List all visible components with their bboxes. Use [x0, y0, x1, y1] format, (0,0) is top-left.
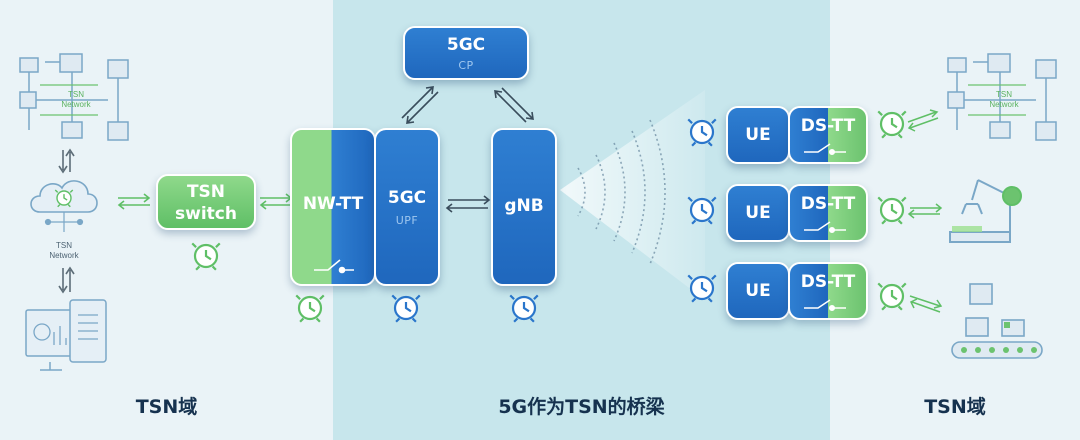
nwtt-label: NW-TT — [302, 194, 364, 214]
left-top-tsn-network — [19, 53, 129, 141]
dstt-box-3: DS-TT — [788, 262, 868, 320]
robot-workpiece — [952, 226, 982, 232]
switch-icon — [314, 259, 354, 274]
ue-box-3: UE — [726, 262, 790, 320]
cloud-branches — [44, 212, 84, 232]
core-arrows — [401, 86, 534, 213]
core-upf-sub: UPF — [395, 214, 419, 227]
clock-icon-nwtt — [295, 294, 325, 323]
dstt-box-1: DS-TT — [788, 106, 868, 164]
left-cloud-label-1: TSN — [56, 241, 72, 250]
clock-icon-ue-1 — [687, 118, 717, 147]
clock-icon-cloud — [54, 189, 74, 208]
tsn-switch-label-2: switch — [175, 204, 237, 224]
ue-label-2: UE — [745, 203, 771, 223]
gnb-box: gNB — [491, 128, 557, 286]
conveyor-icon — [951, 283, 1043, 359]
ue-label-1: UE — [745, 125, 771, 145]
wireless-beam — [560, 90, 705, 300]
switch-icon — [804, 221, 846, 234]
right-top-network-label-1: TSN — [996, 90, 1012, 99]
switch-icon — [804, 299, 846, 312]
wave-arcs — [577, 119, 666, 265]
left-cloud-label-2: Network — [49, 251, 79, 260]
left-domain-label: TSN域 — [135, 396, 198, 418]
middle-domain-label: 5G作为TSN的桥梁 — [498, 396, 665, 418]
monitor-chart — [33, 314, 98, 345]
ue-box-1: UE — [726, 106, 790, 164]
clock-icon-dstt-2 — [877, 196, 907, 225]
right-domain-label: TSN域 — [924, 396, 986, 418]
gnb-label: gNB — [504, 196, 544, 216]
core-cp-sub: CP — [458, 59, 474, 72]
horizontal-arrows — [117, 193, 293, 210]
dstt-label-3: DS-TT — [800, 272, 856, 292]
right-arrows — [907, 109, 943, 313]
clock-icon-gnb — [509, 294, 539, 323]
clock-icon-ue-3 — [687, 274, 717, 303]
conveyor-item — [1004, 322, 1010, 328]
dstt-label-1: DS-TT — [800, 116, 856, 136]
robot-arm-icon — [949, 179, 1022, 243]
tsn-switch-box: TSN switch — [156, 174, 256, 230]
clock-icon-dstt-3 — [877, 282, 907, 311]
clock-icon-ue-2 — [687, 196, 717, 225]
clock-icon-switch — [191, 242, 221, 271]
clock-icon-upf — [391, 294, 421, 323]
left-top-network-label-1: TSN — [68, 90, 84, 99]
dstt-label-2: DS-TT — [800, 194, 856, 214]
conveyor-rollers — [961, 347, 1037, 353]
core-upf-title: 5GC — [387, 188, 427, 208]
right-top-tsn-network — [947, 53, 1057, 141]
ue-label-3: UE — [745, 281, 771, 301]
left-vertical-arrows — [58, 148, 75, 294]
core-cp-title: 5GC — [446, 35, 486, 55]
core-upf-box: 5GC UPF — [374, 128, 440, 286]
tsn-switch-label-1: TSN — [186, 182, 226, 202]
right-top-network-lines — [968, 84, 1026, 116]
switch-icon — [804, 143, 846, 156]
ue-box-2: UE — [726, 184, 790, 242]
left-top-network-lines — [40, 84, 98, 116]
dstt-box-2: DS-TT — [788, 184, 868, 242]
left-top-network-label-2: Network — [61, 100, 91, 109]
nwtt-box: NW-TT — [290, 128, 376, 286]
clock-icon-dstt-1 — [877, 110, 907, 139]
right-top-network-label-2: Network — [989, 100, 1019, 109]
core-cp-box: 5GC CP — [403, 26, 529, 80]
